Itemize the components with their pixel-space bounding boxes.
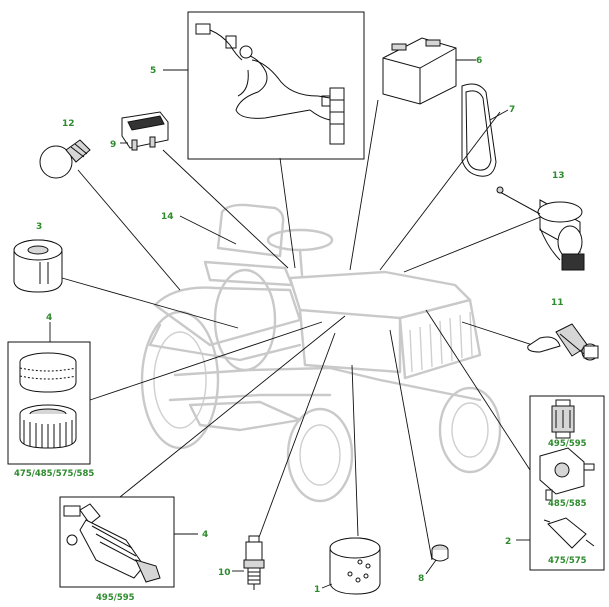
air-filter-inset xyxy=(7,322,91,465)
wiring-harness-group xyxy=(163,11,365,160)
bulb-illustration xyxy=(39,139,91,179)
fuel-filter-b-illustration xyxy=(539,447,595,501)
fuel-filter-group-frame xyxy=(529,395,605,571)
belt-illustration xyxy=(461,83,509,177)
callout-2: 2 xyxy=(505,537,511,547)
wiring-harness-frame xyxy=(187,11,365,160)
callout-8: 8 xyxy=(418,574,424,584)
callout-7: 7 xyxy=(509,105,515,115)
battery-illustration xyxy=(382,37,476,105)
air-filter-frame xyxy=(7,341,91,465)
callout-5: 5 xyxy=(150,66,156,76)
fuel-filter-illustration xyxy=(63,503,161,583)
fuel-filter-a-illustration xyxy=(551,399,575,439)
callout-9: 9 xyxy=(110,140,116,150)
switch-illustration xyxy=(120,111,169,151)
solenoid-illustration xyxy=(496,186,585,271)
model-label-fuel-part-b: 485/585 xyxy=(548,499,587,509)
callout-11: 11 xyxy=(551,298,564,308)
callout-6: 6 xyxy=(476,56,482,66)
callout-4-air-filter: 4 xyxy=(46,313,52,323)
callout-3: 3 xyxy=(36,222,42,232)
fuel-filter-c-illustration xyxy=(543,517,595,549)
grommet-illustration xyxy=(425,544,449,575)
callout-12: 12 xyxy=(62,119,75,129)
callout-13: 13 xyxy=(552,171,565,181)
fuel-filter-frame xyxy=(59,496,175,588)
model-label-fuel-part-a: 495/595 xyxy=(548,439,587,449)
air-filter-illustration xyxy=(19,352,77,449)
callout-numbers: 1 2 3 4 4 5 6 7 8 9 10 11 12 13 14 xyxy=(36,56,565,595)
fuel-filter-inset xyxy=(59,496,198,588)
fuel-filter-group-inset xyxy=(516,395,605,571)
oil-filter-bottom-illustration xyxy=(321,537,381,595)
oil-filter-left-illustration xyxy=(13,239,63,293)
callout-1: 1 xyxy=(314,585,320,595)
tractor-ghost xyxy=(140,203,502,503)
callout-14: 14 xyxy=(161,212,174,222)
spark-plug-illustration xyxy=(232,535,265,590)
model-label-air-filter: 475/485/575/585 xyxy=(14,469,94,479)
leader-lines xyxy=(61,99,549,561)
model-label-fuel-part-c: 475/575 xyxy=(548,556,587,566)
model-labels: 475/485/575/585 495/595 495/595 485/585 … xyxy=(14,439,587,603)
callout-4-fuel-filter: 4 xyxy=(202,530,208,540)
wiring-harness-illustration xyxy=(195,23,345,145)
callout-10: 10 xyxy=(218,568,231,578)
headlight-bulb-illustration xyxy=(527,323,599,361)
model-label-fuel-filter: 495/595 xyxy=(96,593,135,603)
